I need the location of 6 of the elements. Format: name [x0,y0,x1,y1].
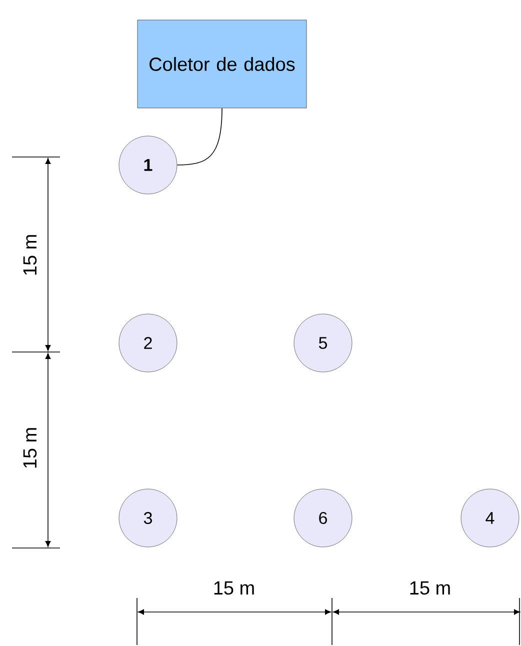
dimension-label: 15 m [23,235,37,275]
dimension-label: 15 m [214,581,254,595]
dimension-label: 15 m [410,581,450,595]
connector-line [176,108,222,166]
collector-box: Coletor de dados [137,20,307,108]
dimension-label: 15 m [23,428,37,468]
